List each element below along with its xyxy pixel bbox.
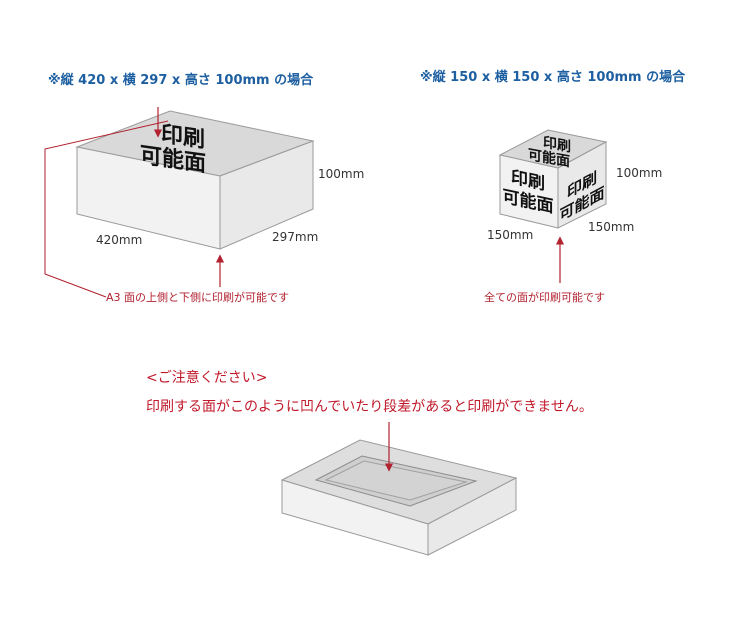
a3-box-side-face (219, 140, 314, 250)
cube-side-face (557, 141, 607, 229)
a3-width-label: 420mm (96, 233, 142, 247)
caution-title: <ご注意ください> (146, 369, 267, 386)
a3-depth-label: 297mm (272, 230, 318, 244)
a3-note-bracket (44, 120, 169, 298)
a3-box-caption: ※縦 420 x 横 297 x 高さ 100mm の場合 (48, 72, 314, 88)
cube-top-label-line1: 印刷 (543, 134, 571, 156)
caution-text: 印刷する面がこのように凹んでいたり段差があると印刷ができません。 (146, 399, 593, 415)
a3-print-label-line1: 印刷 (161, 121, 205, 153)
cube-depth-label: 150mm (588, 220, 634, 234)
a3-note: A3 面の上側と下側に印刷が可能です (106, 290, 289, 304)
cube-box-caption: ※縦 150 x 横 150 x 高さ 100mm の場合 (420, 69, 686, 85)
cube-box: 印刷 可能面 印刷 可能面 印刷 可能面 (498, 129, 608, 229)
recessed-box (280, 439, 518, 556)
a3-height-label: 100mm (318, 167, 364, 181)
recess-inner-floor (324, 460, 468, 501)
recessed-box-side-face (427, 477, 517, 556)
a3-box: 印刷 可能面 (75, 110, 315, 250)
cube-top-label: 印刷 可能面 (528, 134, 571, 171)
cube-height-label: 100mm (616, 166, 662, 180)
cube-note: 全ての面が印刷可能です (484, 290, 605, 304)
cube-width-label: 150mm (487, 228, 533, 242)
a3-print-label: 印刷 可能面 (140, 121, 206, 177)
